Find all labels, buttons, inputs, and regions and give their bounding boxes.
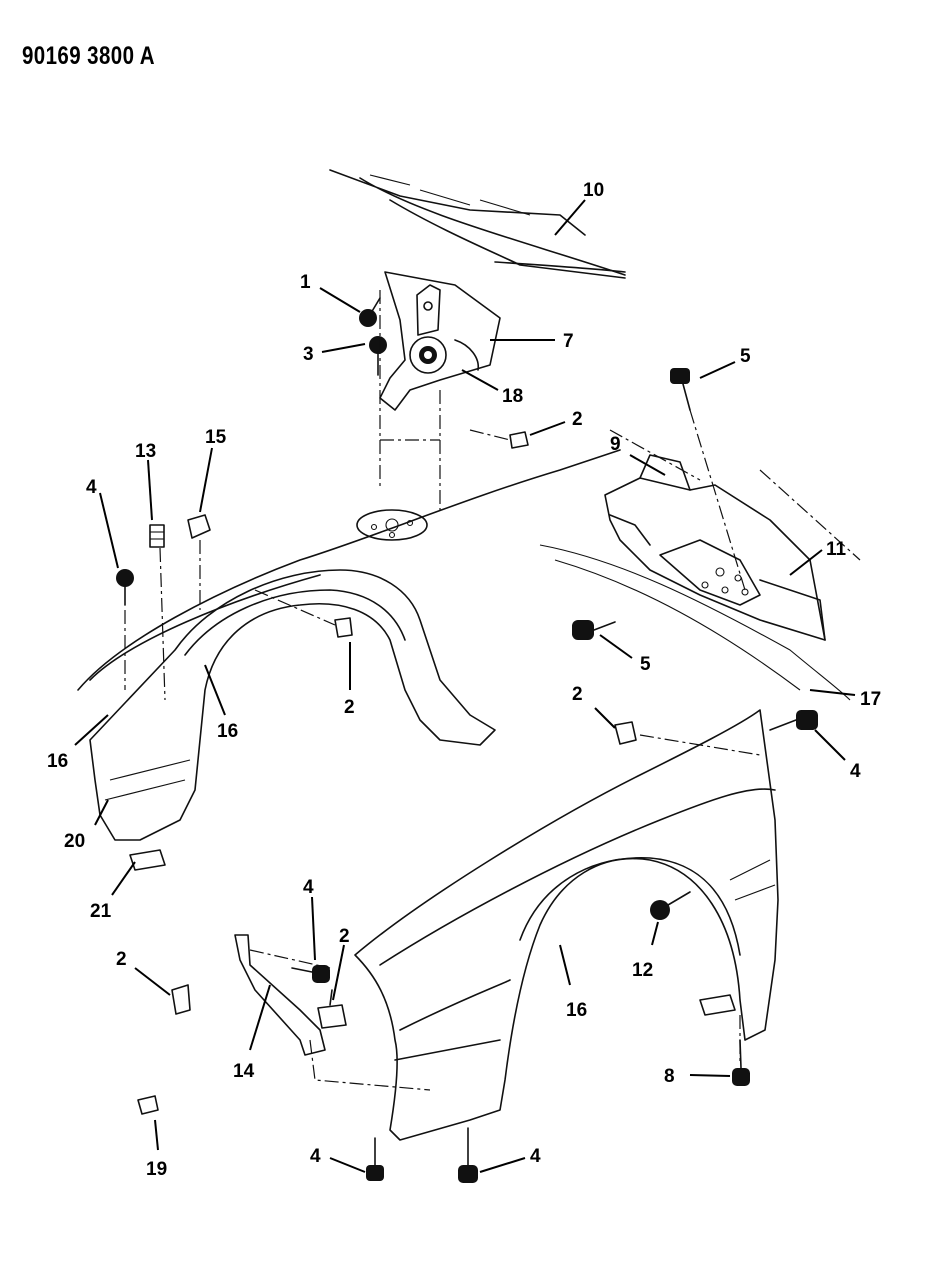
bolt-5-top bbox=[670, 368, 691, 411]
callout-4-bottom-right: 4 bbox=[530, 1146, 541, 1167]
nut-2-lower bbox=[317, 989, 347, 1029]
callout-16-left: 16 bbox=[47, 751, 68, 772]
callout-3: 3 bbox=[303, 344, 314, 365]
callout-5-lower: 5 bbox=[640, 654, 651, 675]
callout-16-left-wheel: 16 bbox=[217, 721, 238, 742]
bolt-4-right bbox=[769, 710, 818, 731]
callout-2-upper: 2 bbox=[572, 409, 583, 430]
callout-4-right: 4 bbox=[850, 761, 861, 782]
inner-fender-shield bbox=[77, 449, 621, 871]
bolt-4-bottom-left bbox=[366, 1137, 384, 1181]
callout-16-fender: 16 bbox=[566, 1000, 587, 1021]
front-fender-panel bbox=[354, 709, 779, 1141]
callout-11: 11 bbox=[826, 539, 847, 560]
callout-4-bottom-left: 4 bbox=[310, 1146, 321, 1167]
callout-15: 15 bbox=[205, 427, 227, 448]
callouts: 10 1 3 7 18 2 5 9 11 5 17 13 15 4 2 16 1 bbox=[47, 180, 881, 1180]
callout-18: 18 bbox=[502, 386, 523, 407]
bolt-12 bbox=[650, 891, 691, 920]
callout-2-mid: 2 bbox=[344, 697, 355, 718]
clip-15 bbox=[187, 514, 211, 539]
apron-support bbox=[539, 429, 861, 701]
callout-9: 9 bbox=[610, 434, 621, 455]
callout-13: 13 bbox=[135, 441, 156, 462]
hinge-bracket bbox=[379, 271, 501, 411]
nut-2-upper bbox=[509, 431, 529, 449]
bolt-1 bbox=[359, 297, 381, 327]
callout-21: 21 bbox=[90, 901, 112, 922]
callout-2-right: 2 bbox=[572, 684, 583, 705]
callout-19: 19 bbox=[146, 1159, 167, 1180]
callout-2-lower: 2 bbox=[339, 926, 350, 947]
callout-1: 1 bbox=[300, 272, 311, 293]
cowl-panel bbox=[329, 169, 626, 279]
callout-7: 7 bbox=[563, 331, 574, 352]
fender-brace bbox=[234, 934, 326, 1056]
bolt-5-lower bbox=[572, 620, 616, 640]
callout-2-left: 2 bbox=[116, 949, 127, 970]
callout-4-left: 4 bbox=[86, 477, 97, 498]
bolt-4-left bbox=[116, 569, 134, 606]
callout-14: 14 bbox=[233, 1061, 255, 1082]
bolt-8 bbox=[732, 1039, 750, 1086]
callout-20: 20 bbox=[64, 831, 85, 852]
nut-2-left bbox=[171, 984, 191, 1015]
fasteners bbox=[116, 297, 818, 1183]
screw-13 bbox=[149, 524, 165, 548]
bolt-3 bbox=[369, 336, 387, 376]
callout-17: 17 bbox=[860, 689, 881, 710]
document-id: 90169 3800 A bbox=[22, 42, 155, 70]
nut-2-right bbox=[614, 721, 637, 745]
callout-4-brace: 4 bbox=[303, 877, 314, 898]
bolt-4-bottom-right bbox=[458, 1127, 478, 1183]
clip-19 bbox=[137, 1095, 159, 1115]
callout-5-top: 5 bbox=[740, 346, 751, 367]
nut-2-mid bbox=[334, 617, 353, 638]
bolt-4-brace bbox=[291, 965, 330, 983]
alignment-lines bbox=[124, 290, 761, 1091]
shock-tower-plate bbox=[356, 509, 428, 541]
callout-10: 10 bbox=[583, 180, 604, 201]
callout-12: 12 bbox=[632, 960, 653, 981]
callout-8: 8 bbox=[664, 1066, 675, 1087]
